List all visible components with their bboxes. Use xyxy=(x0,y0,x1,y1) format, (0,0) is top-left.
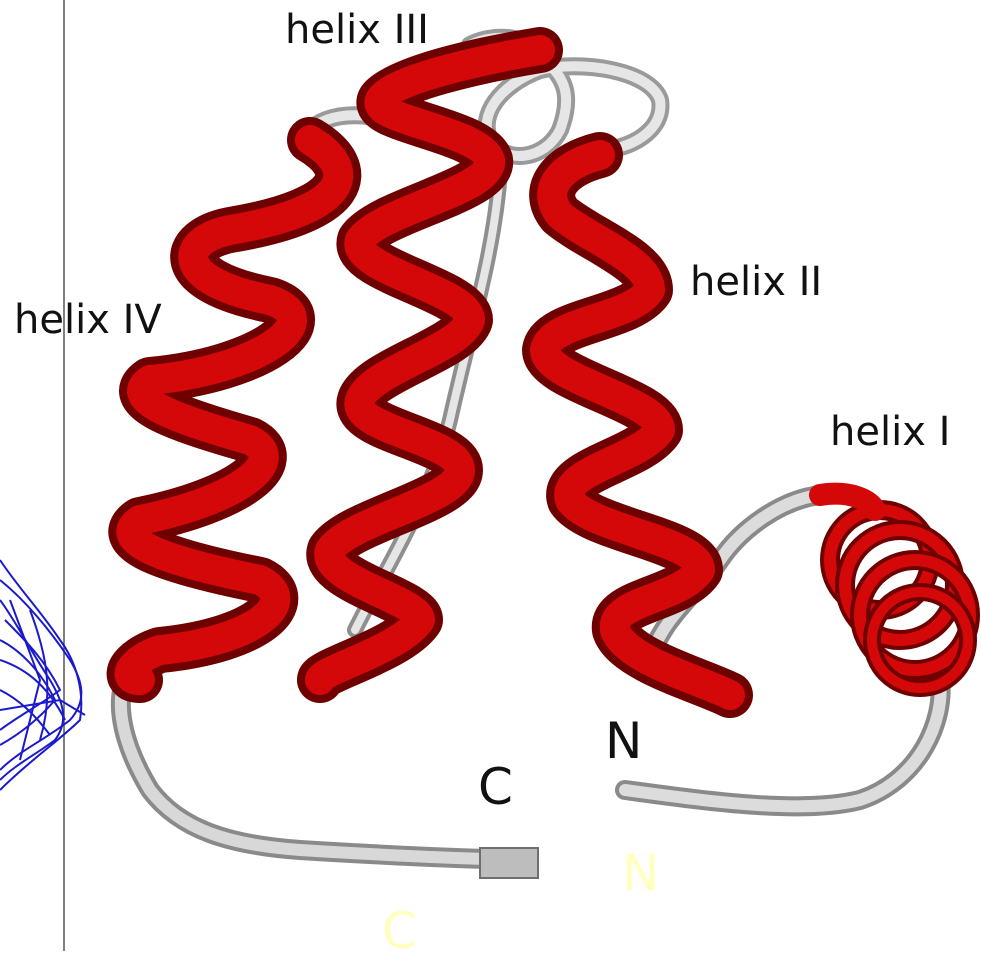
label-c-terminus: C xyxy=(478,762,513,812)
label-n-terminus: N xyxy=(605,716,642,766)
helix-iii-ribbon xyxy=(320,50,540,680)
label-faint-c: C xyxy=(382,906,417,956)
label-helix-ii: helix II xyxy=(690,262,822,302)
label-helix-i: helix I xyxy=(830,412,950,452)
blue-wireframe-structure xyxy=(0,560,85,790)
label-faint-n: N xyxy=(622,848,659,898)
label-helix-iv: helix IV xyxy=(14,300,162,340)
label-helix-iii: helix III xyxy=(285,10,429,50)
helix-i-ribbon xyxy=(820,494,970,688)
helix-ii-ribbon xyxy=(545,155,730,695)
helix-iv-ribbon xyxy=(130,140,339,680)
coil-c-end xyxy=(480,848,538,878)
